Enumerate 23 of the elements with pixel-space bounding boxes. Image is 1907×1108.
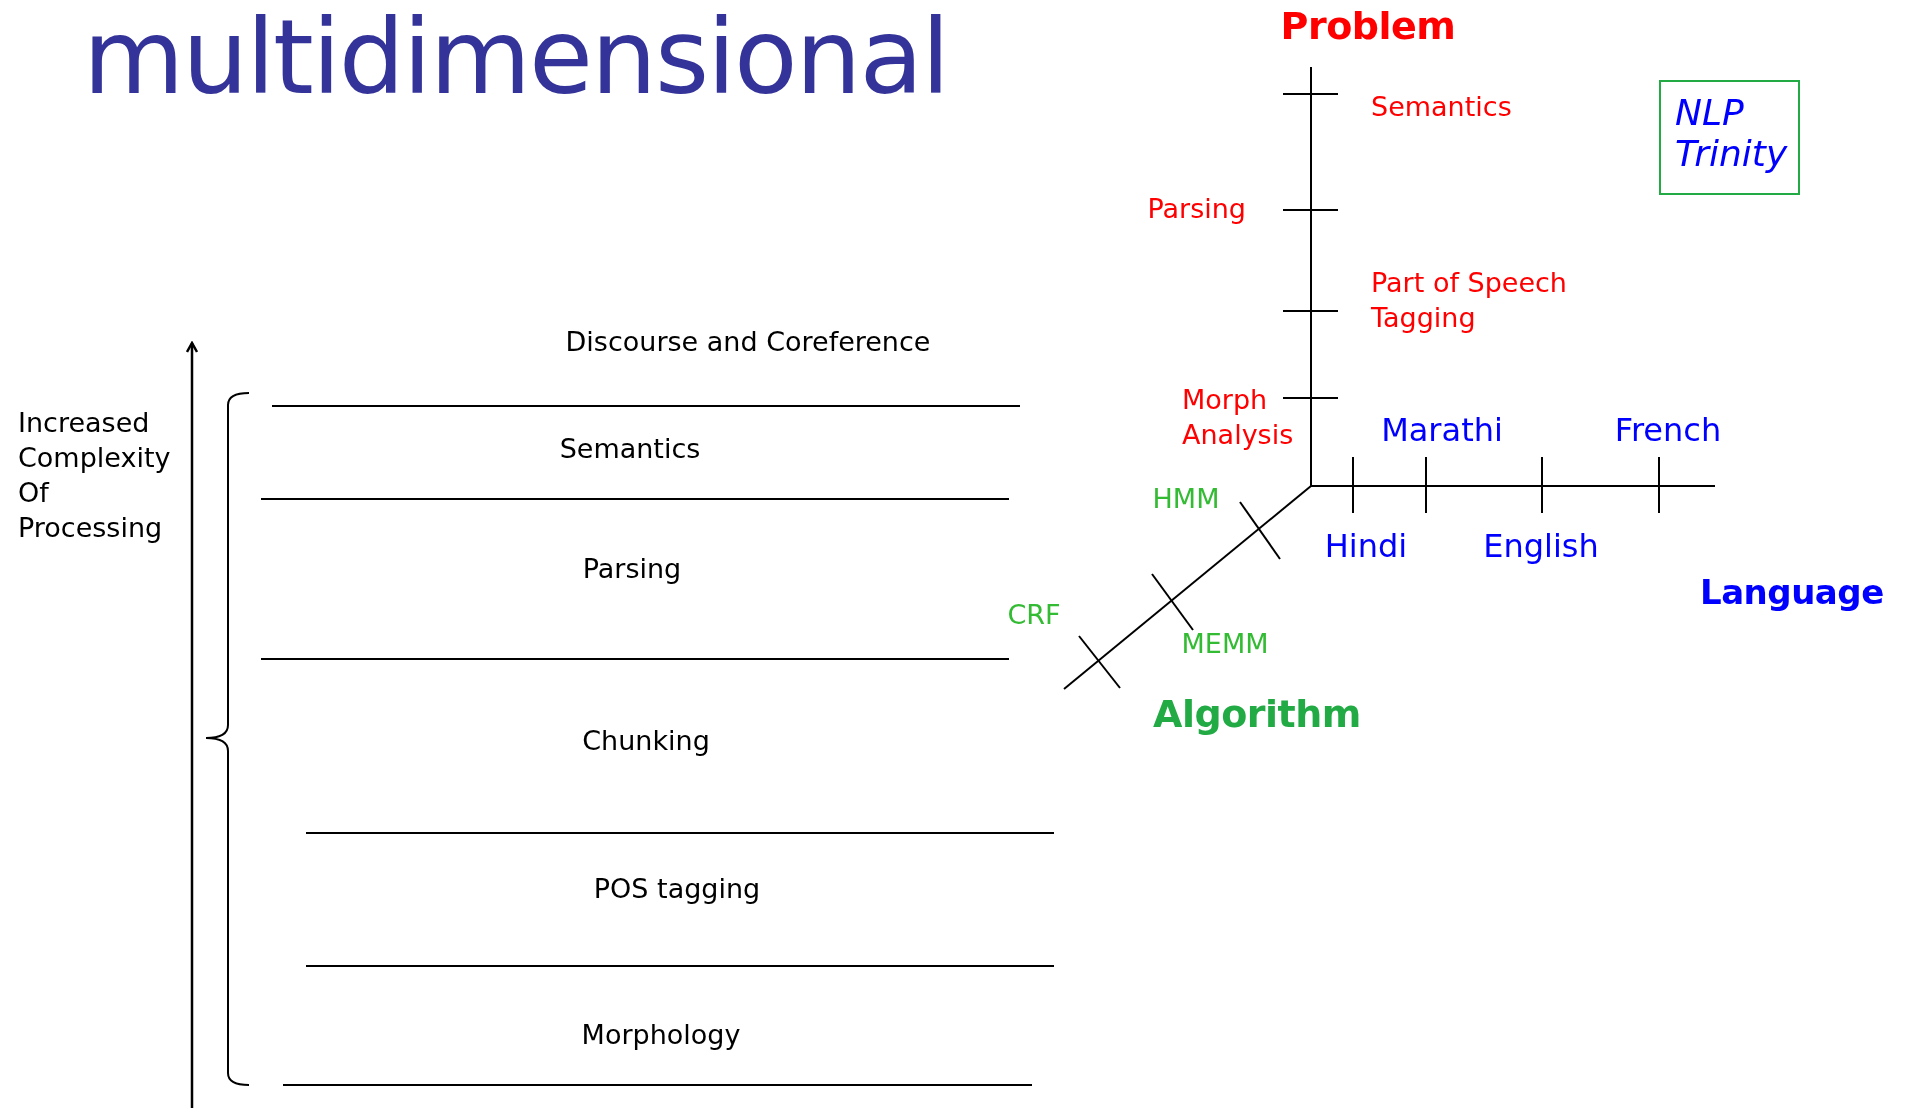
axis-title: Problem (1280, 5, 1456, 49)
level-label: POS tagging (593, 873, 761, 905)
tick-label: HMM (1152, 483, 1220, 515)
tick-label: English (1483, 527, 1599, 565)
tick-label: Morph Analysis (1182, 383, 1295, 453)
title-box: NLP Trinity (1659, 80, 1800, 195)
axis-title: Language (1700, 573, 1884, 613)
tick-label: MEMM (1181, 628, 1269, 660)
level-label: Semantics (559, 433, 701, 465)
level-label: Parsing (582, 553, 682, 585)
tick-label: CRF (1007, 599, 1061, 631)
level-label: Morphology (581, 1019, 741, 1051)
tick-label: Hindi (1324, 527, 1408, 565)
tick-label: French (1614, 411, 1722, 449)
title: multidimensional (83, 0, 949, 115)
axis-title: Algorithm (1153, 693, 1361, 737)
tick-label: Marathi (1381, 411, 1503, 449)
tick-label: Part of Speech Tagging (1371, 266, 1568, 336)
tick-label: Parsing (1147, 193, 1246, 225)
level-label: Chunking (582, 725, 710, 757)
level-label: Discourse and Coreference (565, 326, 931, 358)
tick-label: Semantics (1371, 91, 1512, 123)
axis-label: Increased Complexity Of Processing (18, 406, 168, 546)
